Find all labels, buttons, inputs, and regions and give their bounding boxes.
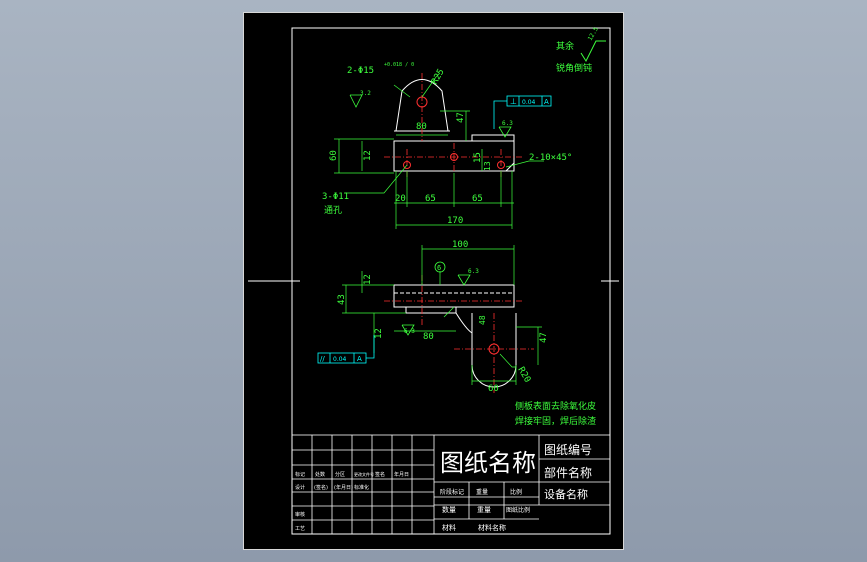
stage-scale-label: 比例 bbox=[510, 488, 522, 496]
dim-holes-bottom: 3-Φ11 bbox=[322, 192, 349, 202]
dim-15: 15 bbox=[473, 152, 483, 163]
front-dimension-lines bbox=[334, 72, 544, 229]
dim-through: 通孔 bbox=[324, 205, 342, 216]
weld-symbol bbox=[434, 261, 446, 273]
front-chamfer bbox=[505, 162, 515, 172]
gdt-parallel-symbol: // bbox=[320, 355, 325, 363]
dim-hole-tol: +0.018 / 0 bbox=[384, 62, 414, 68]
gdt-perp-datum: A bbox=[544, 98, 549, 106]
scale-label: 图纸比例 bbox=[506, 506, 530, 514]
row-standard-label: 标准化 bbox=[354, 484, 369, 491]
row-check-label: 审核 bbox=[295, 511, 305, 518]
gdt-parallel-value: 0.04 bbox=[333, 356, 347, 363]
technical-drawing: 其余 锐角倒钝 12.5 bbox=[248, 26, 619, 535]
top-lug-connector bbox=[455, 312, 473, 334]
roughness-hole-value: 3.2 bbox=[360, 90, 371, 97]
dim-height-60: 60 bbox=[329, 150, 339, 161]
front-raised-step bbox=[471, 134, 515, 142]
part-name: 部件名称 bbox=[544, 465, 592, 480]
rev-header-zone: 分区 bbox=[335, 471, 345, 478]
note-other-surfaces: 其余 bbox=[556, 40, 574, 52]
qty-label: 数量 bbox=[442, 505, 456, 514]
row-craft-label: 工艺 bbox=[295, 526, 305, 532]
rev-header-sign: 签名 bbox=[375, 471, 385, 478]
gdt-perp-value: 0.04 bbox=[522, 99, 536, 106]
rev-header-date: 年月日 bbox=[394, 471, 409, 478]
weld-symbol-value: 6 bbox=[437, 264, 441, 272]
title-block-grid bbox=[291, 434, 611, 535]
drawing-sheet: 其余 锐角倒钝 12.5 bbox=[243, 12, 624, 550]
dim-12a: 12 bbox=[363, 274, 373, 285]
stage-weight-label: 重量 bbox=[476, 488, 488, 496]
row-design-sign: (签名) bbox=[314, 484, 328, 491]
row-design-date: (年月日) bbox=[334, 484, 353, 491]
dim-total-170: 170 bbox=[447, 216, 463, 226]
roughness-face-value: 6.3 bbox=[502, 120, 513, 127]
row-design-label: 设计 bbox=[295, 484, 305, 491]
material-label: 材料 bbox=[442, 523, 456, 532]
dim-hole-top: 2-Φ15 bbox=[347, 66, 374, 76]
dim-20: 20 bbox=[395, 194, 406, 204]
roughness-symbol-front bbox=[349, 94, 512, 138]
gdt-perpendicularity bbox=[493, 95, 552, 129]
roughness-symbol-top bbox=[401, 274, 471, 336]
dim-width-100: 100 bbox=[452, 240, 468, 250]
gdt-parallelism bbox=[317, 335, 375, 364]
dim-60-top: 60 bbox=[488, 384, 499, 394]
dim-13: 13 bbox=[483, 161, 492, 171]
weight-label: 重量 bbox=[477, 506, 491, 514]
drawing-name: 图纸名称 bbox=[440, 449, 536, 477]
rev-header-docno: 更改文件号 bbox=[354, 471, 374, 477]
gdt-parallel-datum: A bbox=[357, 355, 362, 363]
dim-radius-r25: R25 bbox=[430, 67, 447, 86]
dim-12b: 12 bbox=[374, 328, 384, 339]
note-deburr: 锐角倒钝 bbox=[556, 62, 592, 74]
top-dimension-lines bbox=[342, 245, 542, 385]
dim-width-80: 80 bbox=[416, 122, 427, 132]
roughness-symbol-general bbox=[580, 40, 606, 63]
dim-80-top: 80 bbox=[423, 332, 434, 342]
gdt-perp-symbol: ⊥ bbox=[510, 97, 517, 106]
roughness-top-value-a: 6.3 bbox=[468, 268, 479, 275]
dim-65b: 65 bbox=[472, 194, 483, 204]
dim-height-12: 12 bbox=[363, 150, 373, 161]
dim-chamfer: 2-10×45° bbox=[529, 153, 572, 163]
dim-radius-r20: R20 bbox=[515, 366, 532, 385]
dim-65a: 65 bbox=[425, 194, 436, 204]
rev-header-count: 处数 bbox=[315, 471, 325, 478]
dim-height-47: 47 bbox=[456, 112, 466, 123]
top-rib bbox=[405, 306, 457, 314]
dim-48: 48 bbox=[478, 315, 487, 325]
drawing-number: 图纸编号 bbox=[544, 442, 592, 457]
note-weld-firm: 焊接牢固，焊后除渣 bbox=[515, 415, 596, 427]
note-remove-scale: 侧板表面去除氧化皮 bbox=[515, 400, 596, 412]
front-lug bbox=[395, 79, 449, 132]
dim-47-top: 47 bbox=[539, 332, 549, 343]
equipment-name: 设备名称 bbox=[544, 487, 588, 501]
rev-header-mark: 标记 bbox=[295, 471, 305, 478]
dim-43: 43 bbox=[337, 294, 347, 305]
top-plate bbox=[393, 284, 515, 308]
material-name: 材料名称 bbox=[478, 523, 506, 532]
stage-mark-label: 阶段标记 bbox=[440, 488, 464, 496]
roughness-top-value-b: 6.3 bbox=[404, 328, 415, 335]
